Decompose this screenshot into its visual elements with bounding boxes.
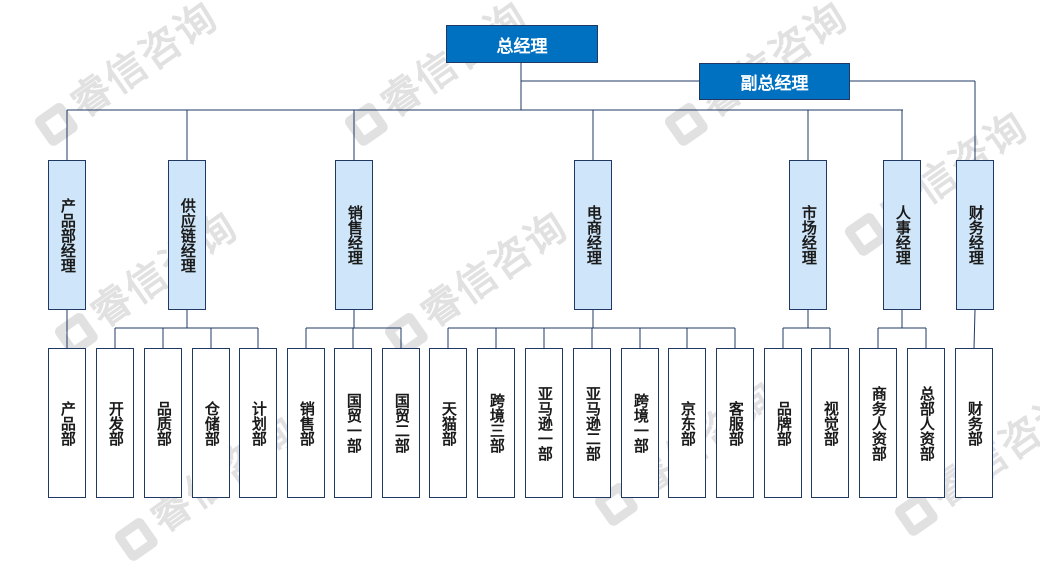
department-label: 国贸一部 [344,393,363,453]
department-label: 亚马逊二部 [583,385,602,461]
manager-box: 财务经理 [956,160,994,310]
department-label: 跨境一部 [631,393,650,453]
department-box: 商务人资部 [859,348,897,498]
manager-box: 电商经理 [574,160,612,310]
department-box: 京东部 [668,348,706,498]
dept-drop-line [973,309,976,349]
department-label: 品质部 [154,400,173,446]
department-box: 品牌部 [764,348,802,498]
department-box: 仓储部 [192,348,230,498]
department-box: 开发部 [96,348,134,498]
department-label: 计划部 [249,400,268,446]
department-box: 客服部 [716,348,754,498]
department-label: 天猫部 [439,400,458,446]
manager-label: 财务经理 [966,205,985,265]
department-box: 销售部 [287,348,325,498]
department-label: 京东部 [678,400,697,446]
connector-lines [66,63,976,349]
manager-label: 电商经理 [584,205,603,265]
department-label: 客服部 [726,400,745,446]
department-box: 跨境三部 [477,348,515,498]
department-label: 总部人资部 [917,385,936,461]
manager-label: 人事经理 [893,205,912,265]
department-label: 财务部 [965,400,984,446]
department-label: 开发部 [106,400,125,446]
department-box: 亚马逊一部 [525,348,563,498]
department-label: 产品部 [58,400,77,446]
ceo-label: 总经理 [496,36,548,57]
department-box: 视觉部 [811,348,849,498]
department-label: 亚马逊一部 [535,385,554,461]
department-box: 计划部 [239,348,277,498]
department-box: 天猫部 [429,348,467,498]
department-box: 总部人资部 [907,348,945,498]
manager-label: 销售经理 [345,205,364,265]
deputy-box: 副总经理 [699,63,850,100]
ceo-box: 总经理 [446,25,598,63]
department-label: 跨境三部 [487,393,506,453]
manager-box: 市场经理 [789,160,827,310]
manager-label: 市场经理 [799,205,818,265]
department-box: 国贸一部 [334,348,372,498]
department-label: 视觉部 [821,400,840,446]
department-box: 亚马逊二部 [573,348,611,498]
org-chart: 睿信咨询 睿信咨询 睿信咨询 睿信咨询 睿信咨询 睿信咨询 睿信咨询 睿信咨询 … [32,0,1040,564]
manager-box: 人事经理 [883,160,921,310]
department-label: 品牌部 [774,400,793,446]
manager-box: 销售经理 [335,160,373,310]
manager-box: 产品部经理 [48,160,86,310]
deputy-label: 副总经理 [740,74,809,94]
manager-box: 供应链经理 [168,160,206,310]
department-label: 仓储部 [202,400,221,446]
manager-label: 供应链经理 [178,197,197,273]
department-label: 商务人资部 [869,385,888,461]
department-label: 销售部 [297,400,316,446]
manager-label: 产品部经理 [58,197,77,273]
department-box: 产品部 [48,348,86,498]
department-box: 跨境一部 [621,348,659,498]
department-box: 品质部 [144,348,182,498]
department-label: 国贸二部 [392,393,411,453]
department-box: 国贸二部 [382,348,420,498]
department-box: 财务部 [955,348,993,498]
